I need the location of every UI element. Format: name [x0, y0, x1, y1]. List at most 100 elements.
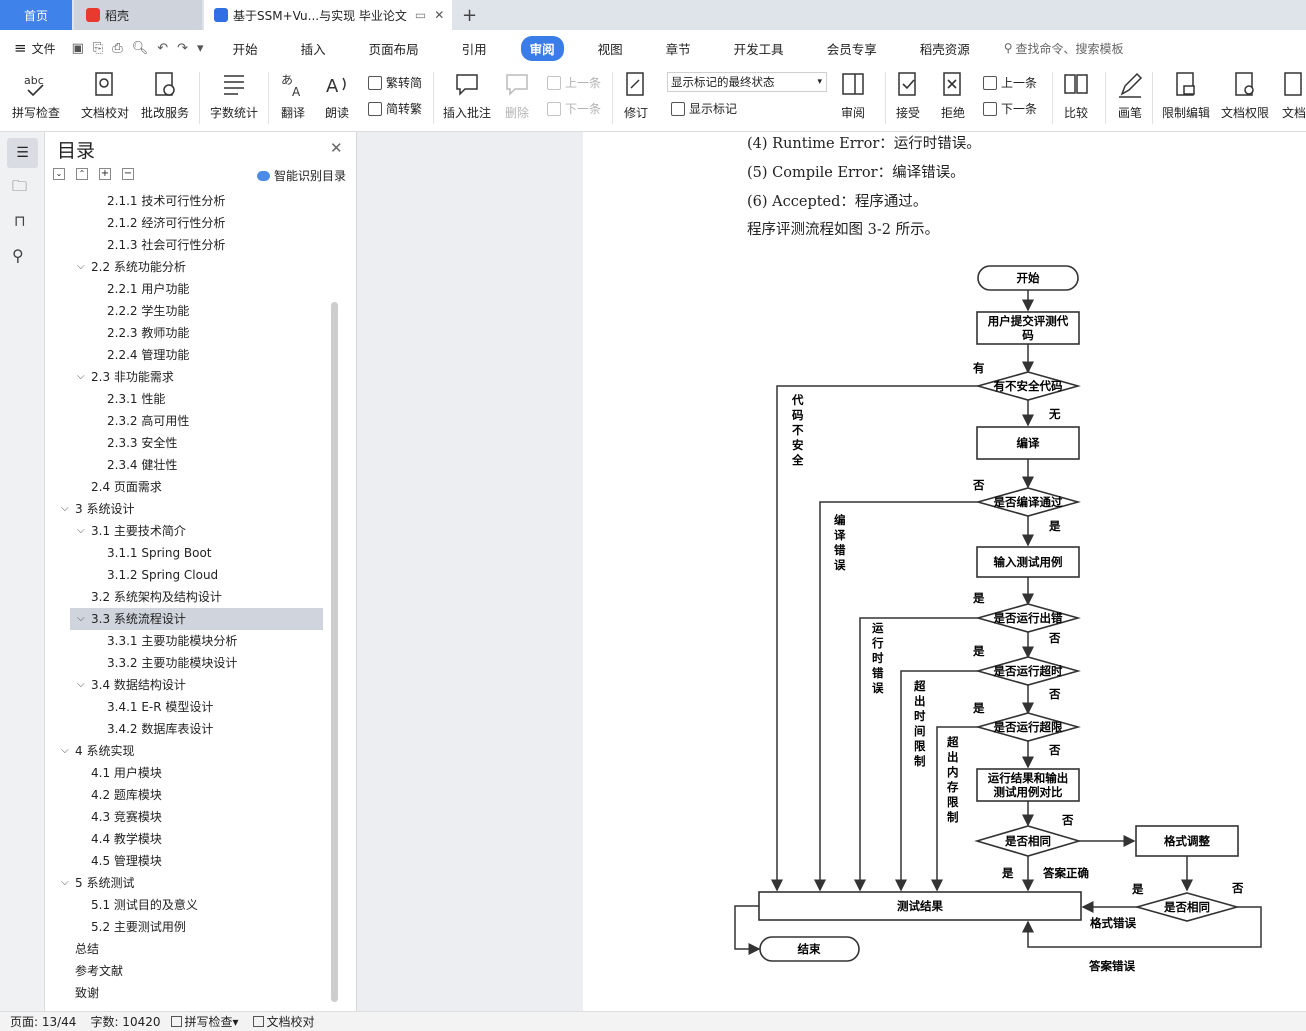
toc-item[interactable]: 2.1.1 技术可行性分析 — [45, 190, 349, 212]
toc-item[interactable]: 2.2.2 学生功能 — [45, 300, 349, 322]
toc-item[interactable]: 总结 — [45, 938, 349, 960]
chapter-nav-icon[interactable]: 🗀︎ — [12, 177, 28, 195]
toc-item[interactable]: ⌵3.3 系统流程设计 — [70, 608, 323, 630]
doc-more-button[interactable]: 文档 — [1280, 70, 1306, 121]
file-menu[interactable]: ≡文件 — [14, 39, 56, 57]
menu-item[interactable]: 会员专享 — [826, 41, 877, 57]
toc-item[interactable]: 4.5 管理模块 — [45, 850, 349, 872]
chevron-down-icon[interactable]: ⌵ — [77, 261, 85, 272]
chevron-down-icon[interactable]: ⌵ — [61, 503, 69, 514]
word-count-button[interactable]: 字数统计 — [210, 70, 258, 121]
toc-item[interactable]: ⌵2.2 系统功能分析 — [45, 256, 349, 278]
menu-item[interactable]: 插入 — [300, 41, 326, 57]
command-search[interactable]: ⚲查找命令、搜索模板 — [1004, 40, 1124, 57]
status-doc-proof[interactable]: 文档校对 — [252, 1013, 315, 1030]
toc-item[interactable]: ⌵2.3 非功能需求 — [45, 366, 349, 388]
tab-window-icon[interactable]: ▭ — [414, 8, 427, 22]
restrict-edit-button[interactable]: 限制编辑 — [1162, 70, 1210, 121]
new-tab-button[interactable]: + — [462, 0, 477, 30]
find-icon[interactable]: ⚲ — [12, 246, 24, 265]
menu-item[interactable]: 审阅 — [520, 35, 564, 61]
redo-icon[interactable]: ↷ — [177, 40, 189, 56]
toc-item[interactable]: 4.4 教学模块 — [45, 828, 349, 850]
prev-change-button[interactable]: 上一条 — [983, 74, 1037, 91]
chevron-down-icon[interactable]: ⌵ — [77, 525, 85, 536]
collapse-all-icon[interactable]: − — [122, 168, 134, 180]
chevron-down-icon[interactable]: ⌵ — [61, 745, 69, 756]
toc-item[interactable]: ⌵5 系统测试 — [45, 872, 349, 894]
tab-home[interactable]: 首页 — [0, 0, 72, 30]
toc-item[interactable]: 2.2.4 管理功能 — [45, 344, 349, 366]
tab-document[interactable]: 基于SSM+Vu...与实现 毕业论文▭✕ — [204, 0, 452, 30]
toc-item[interactable]: 4.1 用户模块 — [45, 762, 349, 784]
to-traditional-button[interactable]: 繁转简 — [368, 74, 422, 91]
tab-close-icon[interactable]: ✕ — [434, 8, 445, 22]
menu-item[interactable]: 章节 — [665, 41, 691, 57]
toc-item[interactable]: 3.3.2 主要功能模块设计 — [45, 652, 349, 674]
menu-item[interactable]: 稻壳资源 — [919, 41, 970, 57]
show-markup-button[interactable]: 显示标记 — [671, 100, 737, 117]
save-icon[interactable]: ▣ — [71, 40, 84, 56]
accept-button[interactable]: 接受 — [894, 70, 922, 121]
pen-button[interactable]: 画笔 — [1116, 70, 1144, 121]
toc-item[interactable]: 2.1.2 经济可行性分析 — [45, 212, 349, 234]
customize-icon[interactable]: ▾ — [197, 40, 204, 56]
status-spell-check[interactable]: 拼写检查 ▾ — [170, 1013, 239, 1030]
export-pdf-icon[interactable]: ⎘ — [92, 40, 104, 56]
prev-comment-button[interactable]: 上一条 — [547, 74, 601, 91]
toc-item[interactable]: ⌵4 系统实现 — [45, 740, 349, 762]
menu-item[interactable]: 开始 — [232, 41, 258, 57]
tab-daoke[interactable]: 稻壳 — [74, 0, 202, 30]
toc-item[interactable]: 2.3.2 高可用性 — [45, 410, 349, 432]
menu-item[interactable]: 视图 — [597, 41, 623, 57]
toc-item[interactable]: 3.3.1 主要功能模块分析 — [45, 630, 349, 652]
page-indicator[interactable]: 页面: 13/44 — [10, 1015, 77, 1029]
track-changes-button[interactable]: 修订 — [622, 70, 650, 121]
toc-item[interactable]: 5.1 测试目的及意义 — [45, 894, 349, 916]
smart-toc-button[interactable]: 智能识别目录 — [256, 167, 346, 184]
compare-button[interactable]: 比较 — [1062, 70, 1090, 121]
markup-mode-select[interactable]: 显示标记的最终状态▾ — [667, 72, 827, 92]
toc-item[interactable]: 5.2 主要测试用例 — [45, 916, 349, 938]
expand-down-icon[interactable]: ⌄ — [53, 168, 65, 180]
undo-icon[interactable]: ↶ — [157, 40, 169, 56]
toc-item[interactable]: 3.4.2 数据库表设计 — [45, 718, 349, 740]
insert-comment-button[interactable]: 插入批注 — [443, 70, 491, 121]
toc-item[interactable]: ⌵3.4 数据结构设计 — [45, 674, 349, 696]
expand-all-icon[interactable]: + — [99, 168, 111, 180]
toc-item[interactable]: 2.3.1 性能 — [45, 388, 349, 410]
toc-item[interactable]: 4.2 题库模块 — [45, 784, 349, 806]
delete-comment-button[interactable]: 删除 — [503, 70, 531, 121]
menu-item[interactable]: 开发工具 — [733, 41, 784, 57]
toc-scrollbar[interactable] — [331, 302, 338, 1002]
toc-item[interactable]: 致谢 — [45, 982, 349, 1004]
menu-item[interactable]: 引用 — [461, 41, 487, 57]
toc-item[interactable]: ⌵3.1 主要技术简介 — [45, 520, 349, 542]
toc-item[interactable]: 3.1.2 Spring Cloud — [45, 564, 349, 586]
menu-item[interactable]: 页面布局 — [368, 41, 419, 57]
toc-item[interactable]: 2.2.1 用户功能 — [45, 278, 349, 300]
doc-proof-button[interactable]: 文档校对 — [81, 70, 129, 121]
toc-item[interactable]: 2.4 页面需求 — [45, 476, 349, 498]
close-icon[interactable]: ✕ — [330, 139, 343, 157]
chevron-down-icon[interactable]: ⌵ — [61, 877, 69, 888]
chevron-down-icon[interactable]: ⌵ — [77, 371, 85, 382]
toc-item[interactable]: ⌵3 系统设计 — [45, 498, 349, 520]
review-pane-button[interactable]: 审阅 — [839, 70, 867, 121]
bookmark-icon[interactable]: ⊓ — [14, 212, 26, 230]
toc-item[interactable]: 4.3 竞赛模块 — [45, 806, 349, 828]
revise-service-button[interactable]: 批改服务 — [141, 70, 189, 121]
print-preview-icon[interactable]: 🔍︎ — [131, 40, 149, 56]
collapse-up-icon[interactable]: ⌃ — [76, 168, 88, 180]
toc-item[interactable]: 2.1.3 社会可行性分析 — [45, 234, 349, 256]
toc-item[interactable]: 3.2 系统架构及结构设计 — [45, 586, 349, 608]
to-simplified-button[interactable]: 简转繁 — [368, 100, 422, 117]
toc-item[interactable]: 参考文献 — [45, 960, 349, 982]
next-change-button[interactable]: 下一条 — [983, 100, 1037, 117]
toc-item[interactable]: 2.3.3 安全性 — [45, 432, 349, 454]
next-comment-button[interactable]: 下一条 — [547, 100, 601, 117]
reject-button[interactable]: 拒绝 — [939, 70, 967, 121]
